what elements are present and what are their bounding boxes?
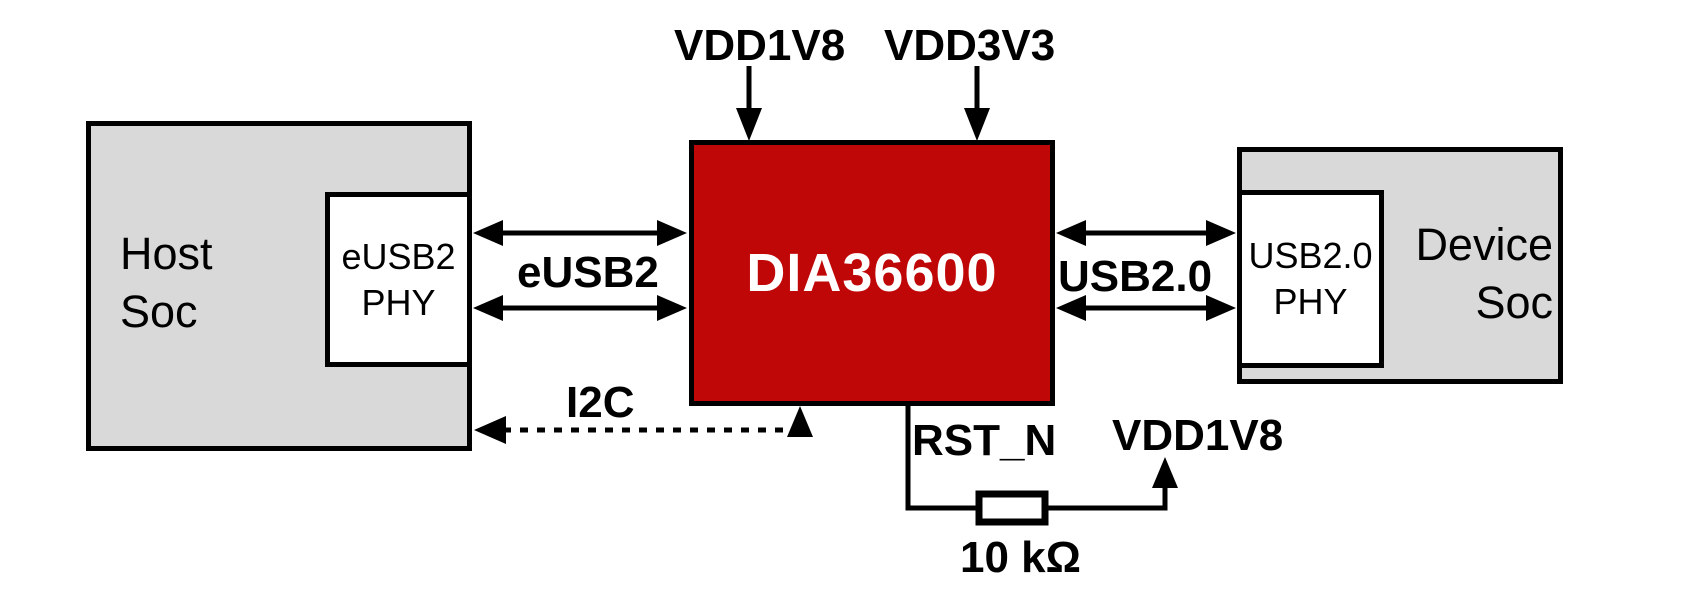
host-soc-label-line2: Soc <box>120 286 198 337</box>
vdd3v3-top-label: VDD3V3 <box>884 21 1056 70</box>
vdd1v8-pullup-label: VDD1V8 <box>1112 411 1284 460</box>
pullup-resistor-symbol <box>975 490 1049 526</box>
dia36600-chip-block: DIA36600 <box>689 140 1055 406</box>
eusb2-bus-arrow-bottom <box>473 295 687 321</box>
rst-n-label: RST_N <box>912 416 1057 465</box>
device-soc-label-line1: Device <box>1415 219 1553 270</box>
eusb2-phy-block: eUSB2 PHY <box>325 192 472 367</box>
usb20-phy-label-line1: USB2.0 <box>1248 235 1373 276</box>
usb20-phy-block: USB2.0 PHY <box>1237 190 1384 368</box>
vdd1v8-top-label: VDD1V8 <box>674 21 846 70</box>
device-soc-label: Device Soc <box>1415 216 1553 332</box>
usb20-bus-arrow-top <box>1056 220 1236 246</box>
host-soc-label: Host Soc <box>120 225 213 341</box>
vdd3v3-supply-arrow <box>964 66 990 141</box>
dia36600-chip-label: DIA36600 <box>746 243 998 303</box>
eusb2-bus-label: eUSB2 <box>517 248 659 297</box>
resistor-value-label: 10 kΩ <box>960 533 1081 582</box>
eusb2-phy-label-line1: eUSB2 <box>341 235 456 277</box>
eusb2-phy-label-line2: PHY <box>361 281 436 323</box>
eusb2-bus-arrow-top <box>473 220 687 246</box>
device-soc-label-line2: Soc <box>1475 277 1553 328</box>
i2c-bus-label: I2C <box>566 378 635 427</box>
usb20-bus-label: USB2.0 <box>1058 252 1213 301</box>
host-soc-label-line1: Host <box>120 228 213 279</box>
vdd1v8-supply-arrow <box>736 66 762 141</box>
i2c-bus-arrow <box>474 406 813 444</box>
usb20-phy-label-line2: PHY <box>1273 281 1348 322</box>
